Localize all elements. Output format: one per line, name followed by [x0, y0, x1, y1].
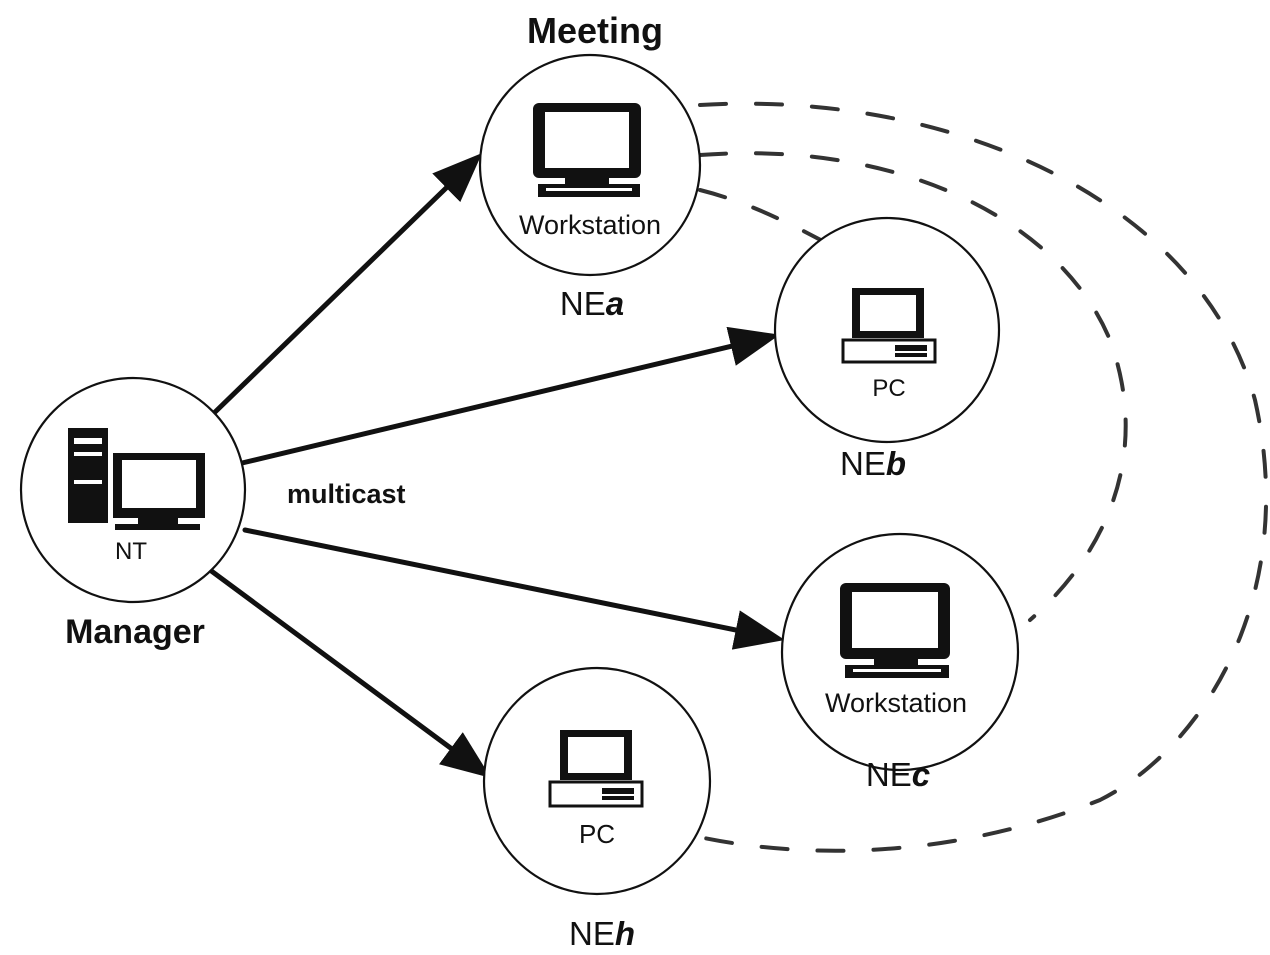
- pc-icon: [548, 730, 644, 808]
- multicast-edges: [207, 153, 785, 778]
- node-h-device-label: PC: [579, 819, 615, 849]
- meeting-link-a-c: [698, 151, 1128, 622]
- node-c-name: NEc: [866, 756, 930, 793]
- manager-device-label: NT: [115, 538, 147, 565]
- node-b: PC: [773, 216, 1001, 444]
- workstation-icon: [533, 103, 641, 197]
- node-a-device-label: Workstation: [519, 210, 661, 240]
- node-a-name: NEa: [560, 285, 624, 322]
- workstation-icon: [840, 583, 950, 678]
- node-c-prefix: NE: [866, 756, 912, 793]
- node-c: Workstation: [780, 532, 1020, 772]
- node-c-suffix: c: [912, 756, 930, 793]
- manager-role-label: Manager: [65, 613, 205, 651]
- pc-icon: [841, 288, 937, 364]
- edge-manager-b: [239, 326, 780, 466]
- node-b-name: NEb: [840, 445, 906, 482]
- node-a-suffix: a: [606, 285, 624, 322]
- node-b-suffix: b: [886, 445, 906, 482]
- edge-manager-h: [207, 567, 492, 778]
- node-b-prefix: NE: [840, 445, 886, 482]
- edge-manager-a: [209, 153, 483, 418]
- node-a: Workstation: [478, 53, 702, 277]
- node-h: PC: [482, 666, 712, 896]
- node-h-name: NEh: [569, 915, 635, 952]
- node-h-suffix: h: [615, 915, 635, 952]
- meeting-link-a-h: [688, 101, 1269, 853]
- node-h-prefix: NE: [569, 915, 615, 952]
- node-c-device-label: Workstation: [825, 688, 967, 718]
- multicast-label: multicast: [287, 479, 406, 509]
- node-b-device-label: PC: [872, 375, 905, 402]
- meeting-title: Meeting: [527, 10, 663, 51]
- tower-computer-icon: [68, 428, 205, 530]
- edge-manager-c: [242, 527, 785, 650]
- node-a-prefix: NE: [560, 285, 606, 322]
- manager-node: NT: [19, 376, 247, 604]
